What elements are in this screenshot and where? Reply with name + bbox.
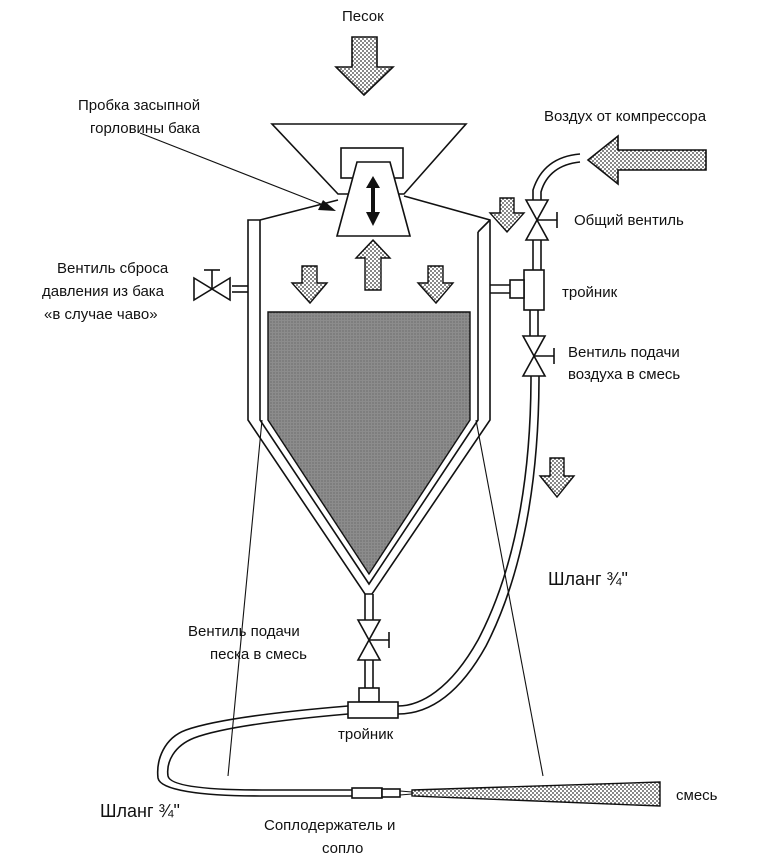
air-hose-right bbox=[397, 375, 540, 715]
tee-top bbox=[490, 269, 545, 311]
label-filler-plug-2: горловины бака bbox=[90, 120, 201, 137]
relief-valve bbox=[193, 269, 248, 302]
compressor-air-arrow-icon bbox=[586, 134, 707, 186]
pipe-tee-to-air-valve bbox=[529, 310, 539, 336]
label-main-valve: Общий вентиль bbox=[574, 212, 684, 229]
label-mix: смесь bbox=[676, 787, 718, 804]
sand-fill bbox=[267, 311, 471, 576]
main-valve bbox=[524, 199, 558, 241]
mix-spray-icon bbox=[411, 781, 661, 807]
label-filler-plug-1: Пробка засыпной bbox=[78, 97, 200, 114]
sand-input-arrow-icon bbox=[334, 36, 395, 97]
pipe-valve-to-tee bbox=[532, 240, 542, 270]
sand-outlet-pipe bbox=[364, 594, 374, 620]
label-hose-left: Шланг ¾" bbox=[100, 801, 180, 821]
filler-plug bbox=[335, 147, 412, 237]
vent-arrow-icon bbox=[488, 197, 526, 234]
pressure-arrow-up-icon bbox=[354, 238, 392, 291]
tee-bottom bbox=[347, 687, 399, 719]
label-tee-top: тройник bbox=[562, 284, 618, 301]
label-sand-valve-1: Вентиль подачи bbox=[188, 623, 300, 640]
label-relief-valve-1: Вентиль сброса bbox=[57, 260, 169, 277]
label-relief-valve-3: «в случае чаво» bbox=[44, 306, 158, 323]
nozzle-holder bbox=[351, 787, 413, 799]
label-sand: Песок bbox=[342, 8, 384, 25]
pressure-arrow-down-left-icon bbox=[290, 265, 329, 305]
pressure-arrow-down-right-icon bbox=[416, 265, 455, 305]
label-nozzle-2: сопло bbox=[322, 840, 363, 857]
blast-hose-left bbox=[156, 705, 352, 797]
air-supply-pipe bbox=[532, 153, 581, 200]
label-hose-right: Шланг ¾" bbox=[548, 569, 628, 589]
label-sand-valve-2: песка в смесь bbox=[210, 646, 307, 663]
flow-down-arrow-icon bbox=[538, 457, 576, 499]
pipe-valve-to-bottom-tee bbox=[364, 660, 374, 690]
label-air-valve-2: воздуха в смесь bbox=[568, 366, 680, 383]
label-air-valve-1: Вентиль подачи bbox=[568, 344, 680, 361]
label-tee-bottom: тройник bbox=[338, 726, 394, 743]
tank-stand bbox=[227, 419, 544, 777]
filler-plug-pointer-icon bbox=[139, 132, 336, 211]
label-relief-valve-2: давления из бака bbox=[42, 283, 165, 300]
sand-mix-valve bbox=[356, 619, 390, 661]
label-nozzle-1: Соплодержатель и bbox=[264, 817, 395, 834]
label-compressor-air: Воздух от компрессора bbox=[544, 108, 707, 125]
air-mix-valve bbox=[521, 335, 555, 377]
